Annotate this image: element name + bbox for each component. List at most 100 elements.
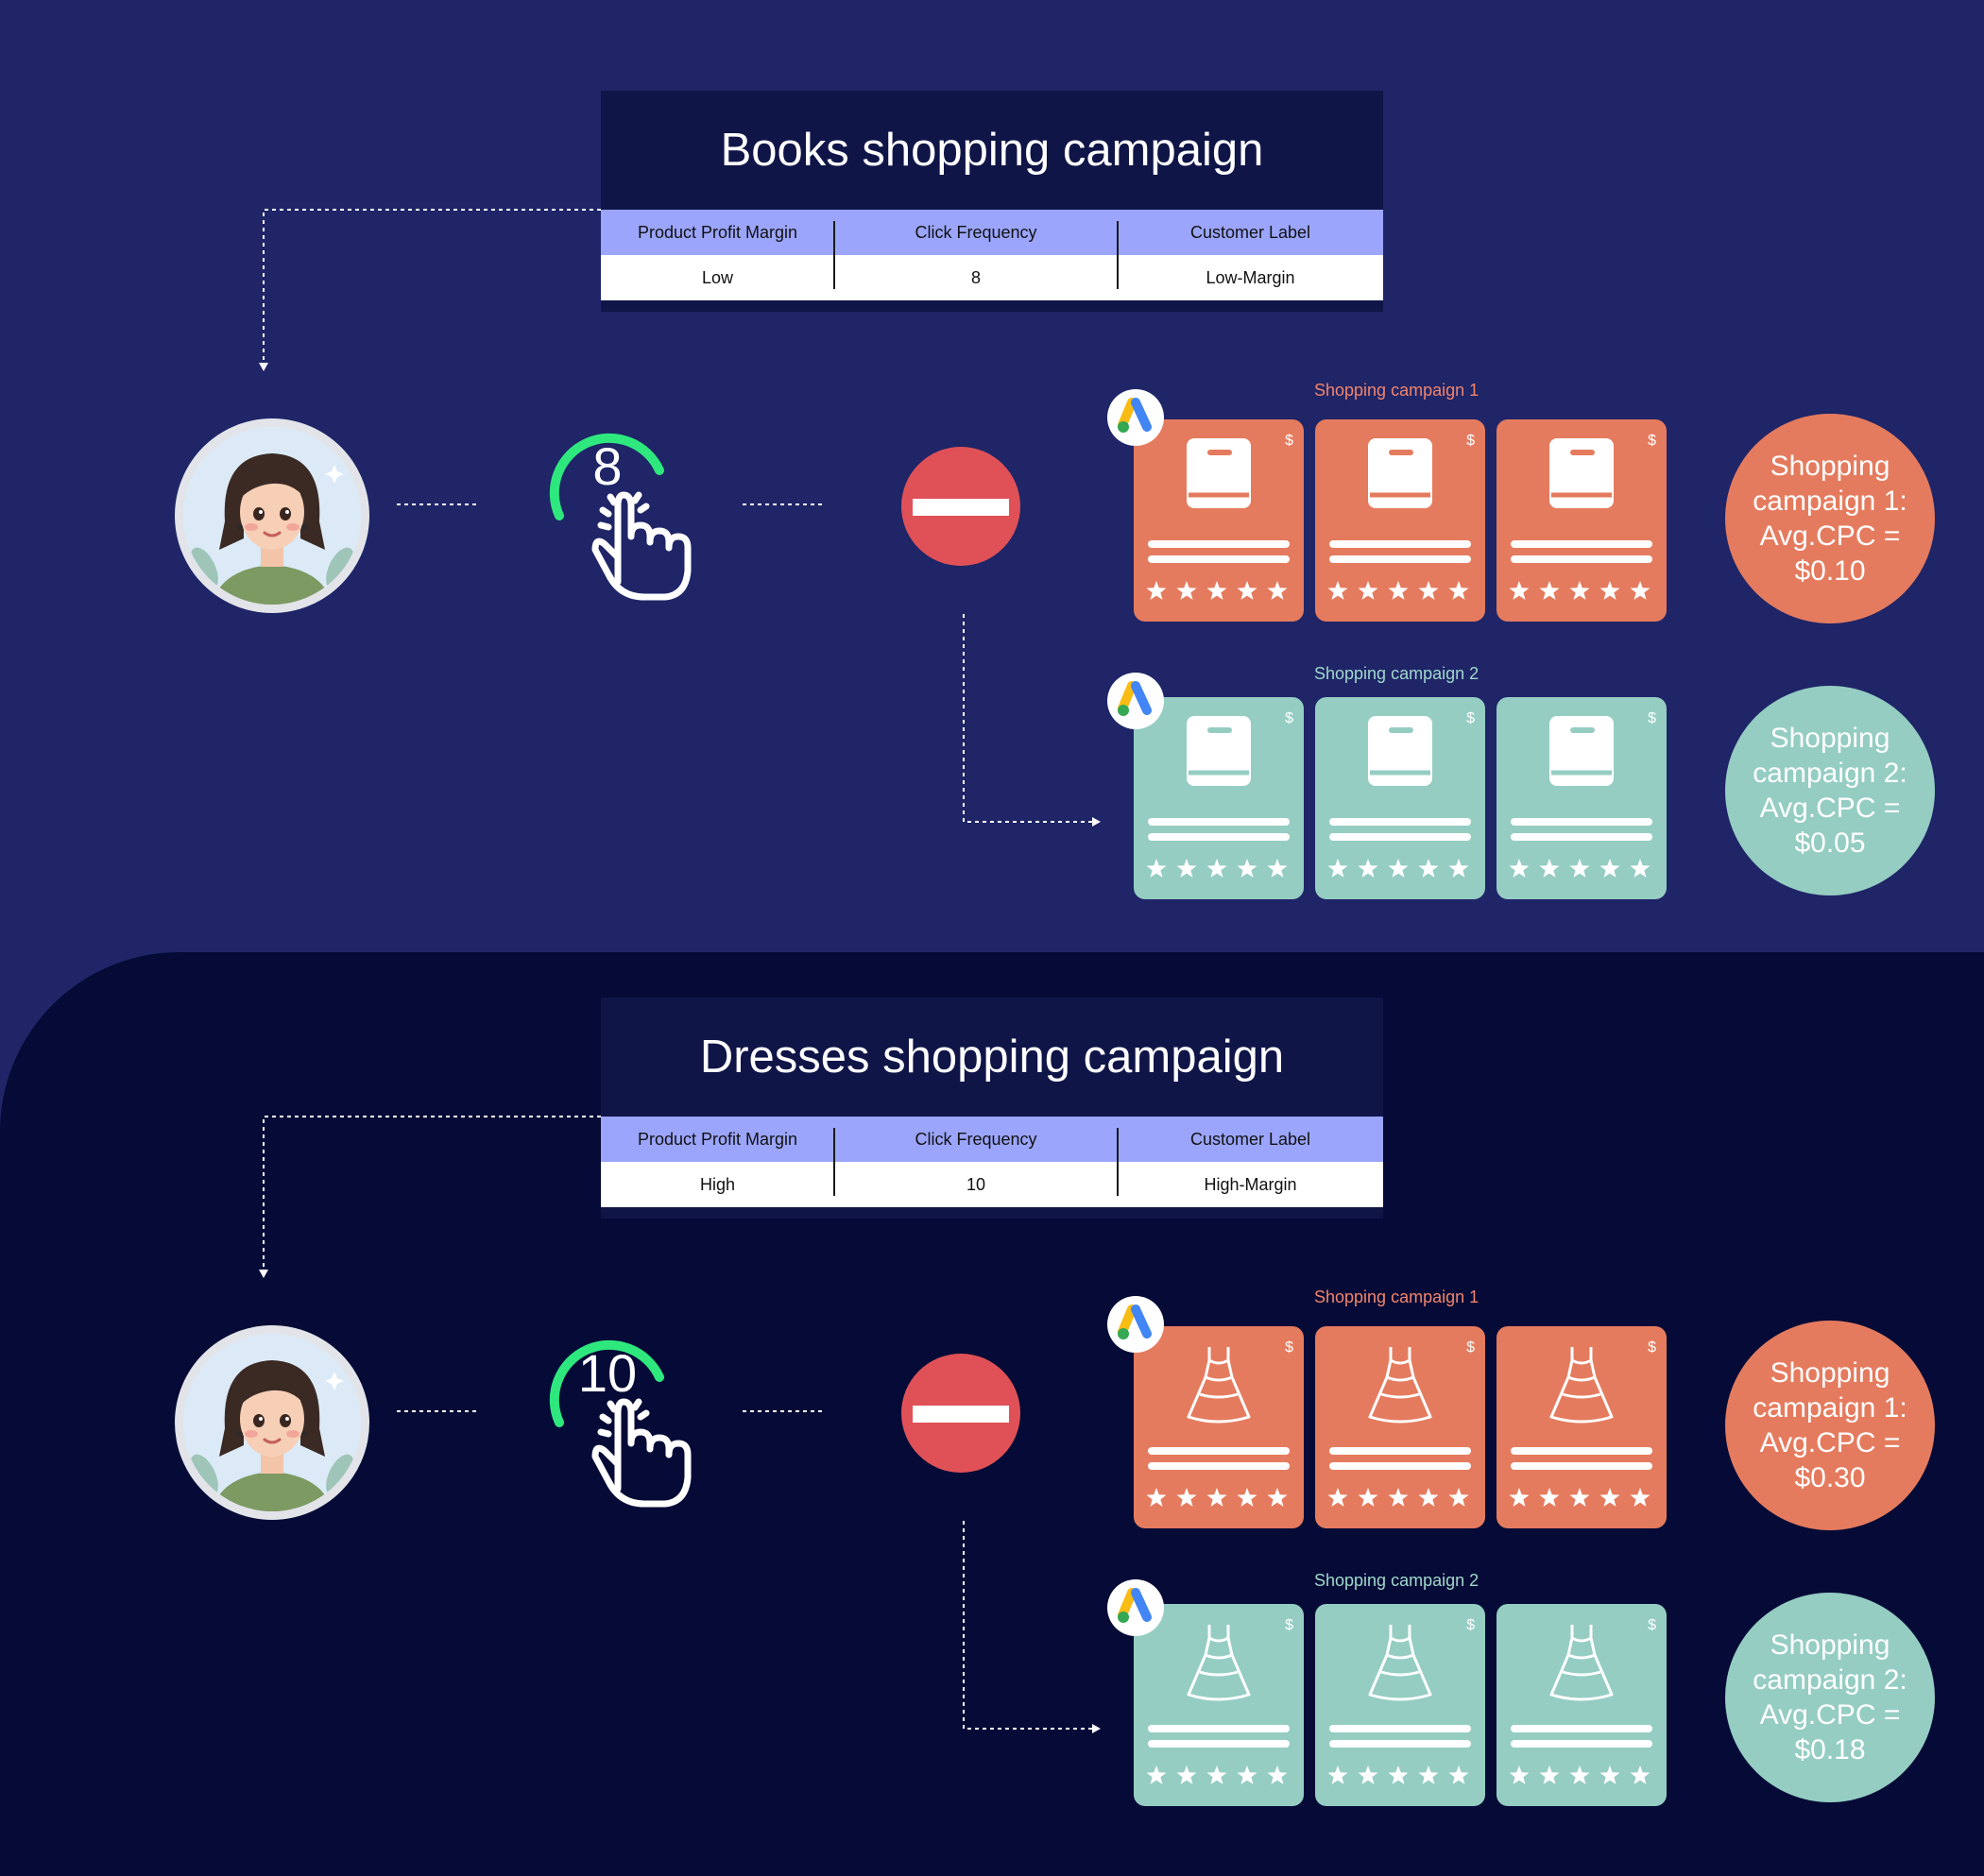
stop-icon <box>901 447 1020 566</box>
text-line-placeholder <box>1511 555 1652 563</box>
table-row: Low 8 Low-Margin <box>601 255 1383 300</box>
product-card: $ <box>1497 697 1667 899</box>
text-line-placeholder <box>1148 540 1290 548</box>
campaign-section: Books shopping campaign Product Profit M… <box>0 0 1984 907</box>
campaign-title: Books shopping campaign <box>721 124 1264 177</box>
stop-icon <box>901 1354 1020 1473</box>
dress-icon <box>1134 1339 1304 1428</box>
text-line-placeholder <box>1329 1462 1471 1470</box>
click-frequency-indicator: 8 <box>546 416 709 605</box>
product-card: $ <box>1497 1326 1667 1528</box>
dress-icon <box>1497 1617 1667 1706</box>
cell-profit-margin: High <box>601 1162 834 1207</box>
book-icon <box>1134 433 1304 521</box>
campaign-section: Dresses shopping campaign Product Profit… <box>0 907 1984 1814</box>
campaign-table: Product Profit Margin Click Frequency Cu… <box>601 1117 1383 1219</box>
table-row: High 10 High-Margin <box>601 1162 1383 1207</box>
table-header-row: Product Profit Margin Click Frequency Cu… <box>601 1117 1383 1162</box>
text-line-placeholder <box>1148 1740 1290 1748</box>
text-line-placeholder <box>1329 1725 1471 1732</box>
cell-click-frequency: 10 <box>834 1162 1118 1207</box>
campaign-1-label: Shopping campaign 1 <box>1314 381 1479 401</box>
text-line-placeholder <box>1511 1725 1652 1732</box>
rating-stars-icon <box>1325 856 1476 882</box>
text-line-placeholder <box>1511 833 1652 841</box>
campaign-table: Product Profit Margin Click Frequency Cu… <box>601 210 1383 312</box>
google-ads-icon <box>1107 673 1164 729</box>
product-card: $ <box>1134 419 1304 622</box>
column-divider <box>1117 1128 1119 1196</box>
rating-stars-icon <box>1143 578 1294 605</box>
table-header-row: Product Profit Margin Click Frequency Cu… <box>601 210 1383 255</box>
header-customer-label: Customer Label <box>1118 1117 1383 1162</box>
text-line-placeholder <box>1329 555 1471 563</box>
click-count: 10 <box>546 1347 669 1400</box>
rating-stars-icon <box>1506 1485 1657 1511</box>
google-ads-icon <box>1107 1579 1164 1636</box>
text-line-placeholder <box>1511 818 1652 826</box>
product-card: $ <box>1315 419 1485 622</box>
rating-stars-icon <box>1143 1485 1294 1511</box>
google-ads-icon <box>1107 389 1164 446</box>
book-icon <box>1315 710 1485 799</box>
dress-icon <box>1315 1339 1485 1428</box>
campaign-title-box: Books shopping campaign <box>601 91 1383 210</box>
rating-stars-icon <box>1143 856 1294 882</box>
text-line-placeholder <box>1329 1740 1471 1748</box>
campaign-title-box: Dresses shopping campaign <box>601 998 1383 1117</box>
rating-stars-icon <box>1506 578 1657 605</box>
rating-stars-icon <box>1325 1763 1476 1789</box>
click-count: 8 <box>546 440 669 493</box>
book-icon <box>1497 710 1667 799</box>
dress-icon <box>1315 1617 1485 1706</box>
product-card: $ <box>1315 1326 1485 1528</box>
text-line-placeholder <box>1148 833 1290 841</box>
product-card: $ <box>1497 419 1667 622</box>
campaign-2-label: Shopping campaign 2 <box>1314 664 1479 684</box>
campaign-2-cpc-bubble: Shoppingcampaign 2:Avg.CPC =$0.18 <box>1725 1593 1935 1802</box>
google-ads-icon <box>1107 1296 1164 1353</box>
header-click-frequency: Click Frequency <box>834 1117 1118 1162</box>
customer-avatar <box>175 418 369 613</box>
header-customer-label: Customer Label <box>1118 210 1383 255</box>
book-icon <box>1497 433 1667 521</box>
header-click-frequency: Click Frequency <box>834 210 1118 255</box>
product-card: $ <box>1134 1326 1304 1528</box>
rating-stars-icon <box>1325 578 1476 605</box>
header-profit-margin: Product Profit Margin <box>601 210 834 255</box>
customer-avatar <box>175 1325 369 1520</box>
text-line-placeholder <box>1148 555 1290 563</box>
rating-stars-icon <box>1143 1763 1294 1789</box>
cell-profit-margin: Low <box>601 255 834 300</box>
campaign-1-label: Shopping campaign 1 <box>1314 1288 1479 1307</box>
rating-stars-icon <box>1506 856 1657 882</box>
text-line-placeholder <box>1511 540 1652 548</box>
text-line-placeholder <box>1511 1447 1652 1455</box>
column-divider <box>1117 221 1119 289</box>
campaign-2-cpc-bubble: Shoppingcampaign 2:Avg.CPC =$0.05 <box>1725 686 1935 895</box>
text-line-placeholder <box>1511 1462 1652 1470</box>
product-card: $ <box>1315 1604 1485 1806</box>
text-line-placeholder <box>1329 540 1471 548</box>
campaign-1-cpc-text: Shoppingcampaign 1:Avg.CPC =$0.30 <box>1736 1356 1924 1495</box>
cell-customer-label: High-Margin <box>1118 1162 1383 1207</box>
header-profit-margin: Product Profit Margin <box>601 1117 834 1162</box>
text-line-placeholder <box>1329 1447 1471 1455</box>
rating-stars-icon <box>1506 1763 1657 1789</box>
product-card: $ <box>1315 697 1485 899</box>
campaign-title: Dresses shopping campaign <box>700 1031 1284 1083</box>
text-line-placeholder <box>1148 818 1290 826</box>
campaign-2-label: Shopping campaign 2 <box>1314 1571 1479 1591</box>
text-line-placeholder <box>1511 1740 1652 1748</box>
dress-icon <box>1497 1339 1667 1428</box>
product-card: $ <box>1497 1604 1667 1806</box>
text-line-placeholder <box>1148 1447 1290 1455</box>
column-divider <box>833 1128 835 1196</box>
text-line-placeholder <box>1329 833 1471 841</box>
click-frequency-indicator: 10 <box>546 1322 709 1511</box>
